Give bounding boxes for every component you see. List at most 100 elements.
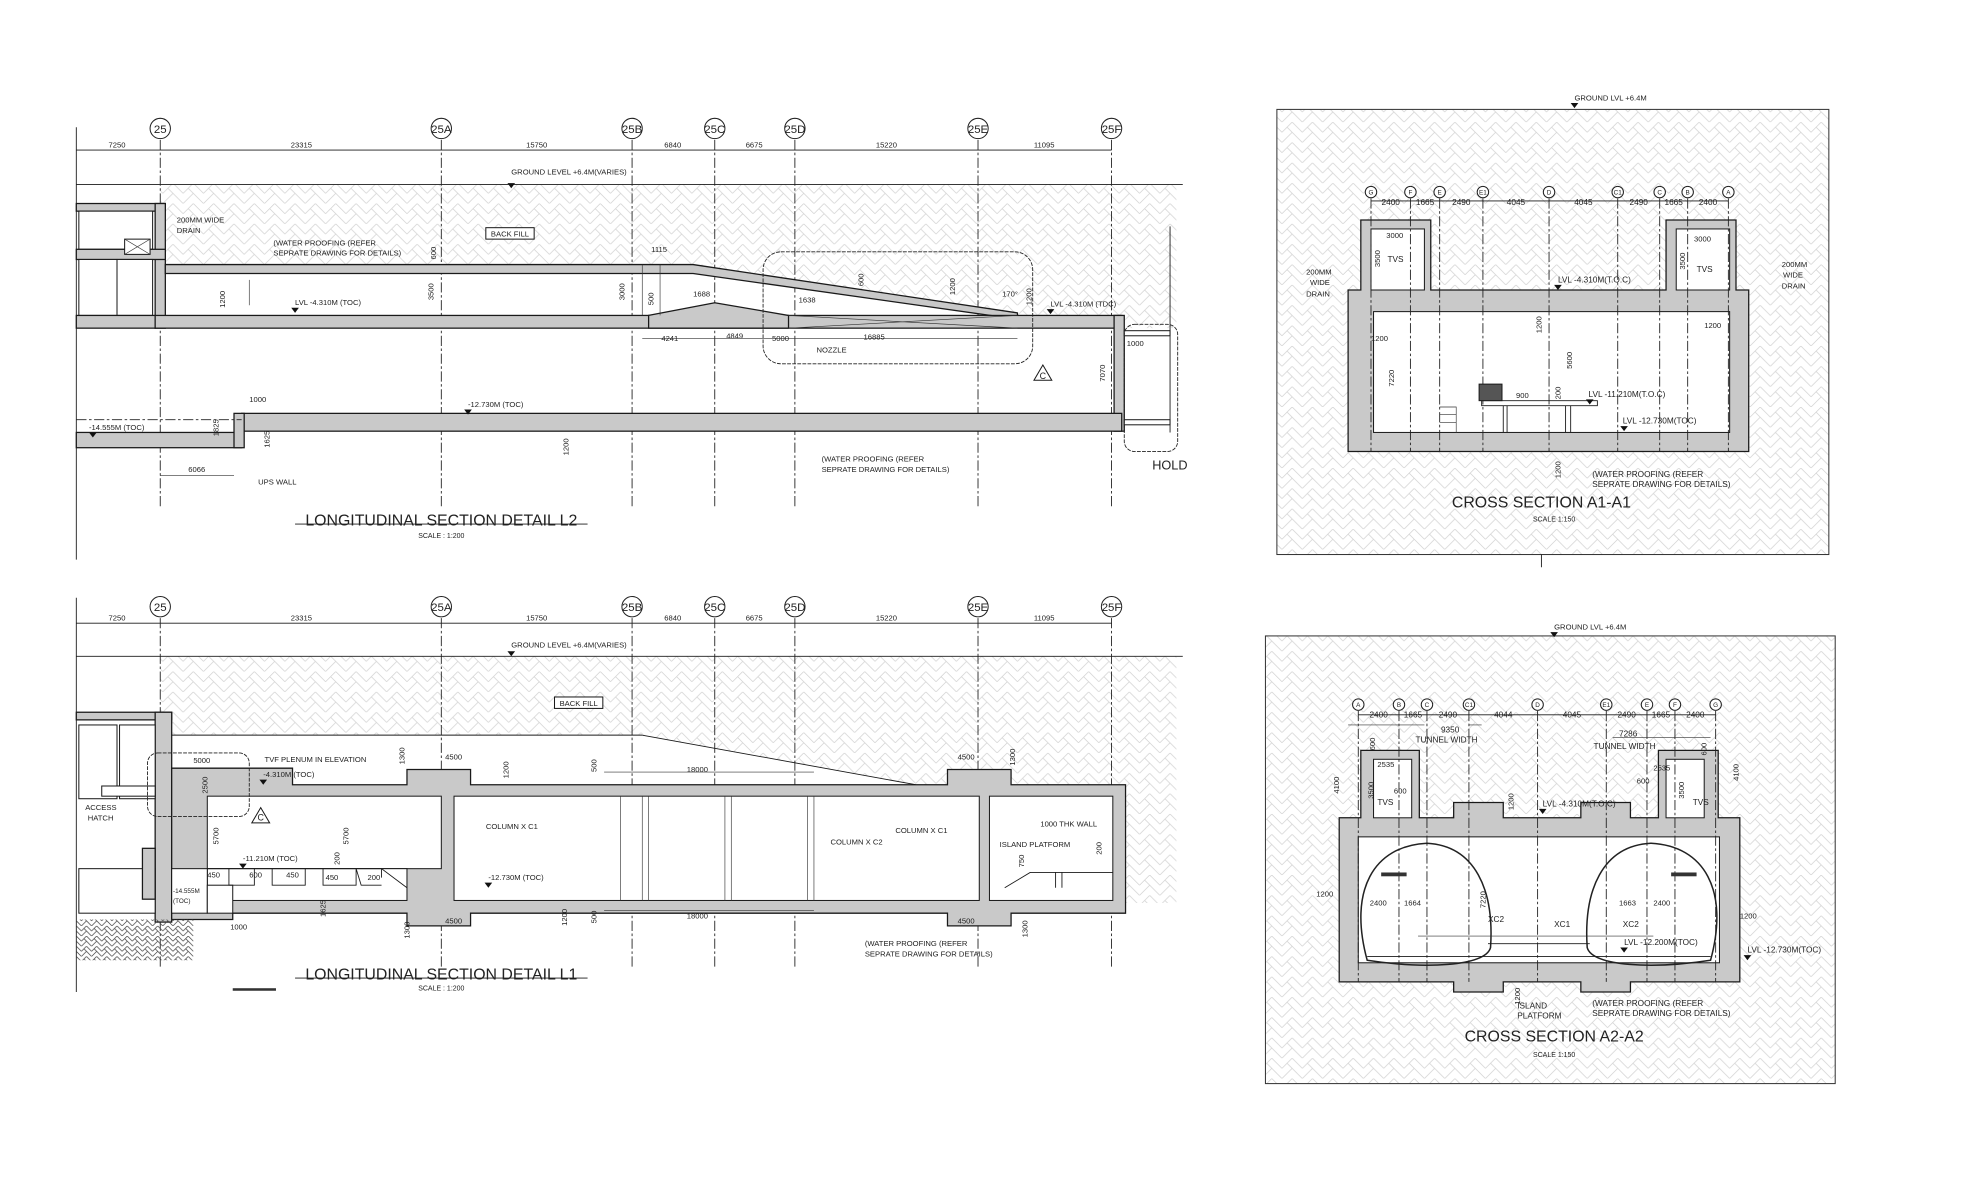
grid-label: 25C (704, 124, 725, 136)
span-dimension: 4044 (1494, 710, 1513, 719)
span-dimension: 2400 (1369, 710, 1388, 719)
grid-label: 25B (622, 602, 643, 614)
l1-d18000a-label: 18000 (687, 765, 708, 774)
l1-d1300c-label: 1300 (1008, 749, 1017, 766)
grid-bubble (1476, 185, 1490, 199)
l1-d200b-label: 200 (368, 873, 381, 882)
grid-bubble (1433, 185, 1446, 199)
grid-bubble (1462, 698, 1476, 711)
grid-label: D (1535, 702, 1540, 709)
a1-tvs-l-label: TVS (1388, 255, 1405, 264)
grid-bubble (1681, 185, 1694, 199)
l2-d1000l-label: 1000 (249, 395, 266, 404)
a2-xc1-label: XC1 (1554, 920, 1570, 929)
a2-d3500r-label: 3500 (1677, 782, 1686, 799)
l1-d200a-label: 200 (333, 852, 342, 865)
level-marker-icon (507, 183, 516, 189)
grid-label: G (1369, 190, 1374, 197)
span-dimension: 15750 (526, 614, 547, 623)
grid-label: C1 (1465, 702, 1474, 709)
grid-bubble (784, 117, 806, 140)
l1-lvl-low-1-label: -14.555M (173, 888, 200, 895)
span-dimension: 11095 (1034, 614, 1055, 623)
grid-bubble (621, 595, 643, 618)
grid-label: 25D (784, 602, 805, 614)
revision-triangle-icon (250, 806, 271, 824)
a1-wp-2-label: SEPRATE DRAWING FOR DETAILS) (1592, 480, 1731, 489)
grid-label: D (1547, 190, 1552, 197)
a2-d600a-label: 600 (1368, 738, 1377, 751)
a2-d1664-label: 1664 (1404, 899, 1422, 908)
l2-d5000-label: 5000 (772, 334, 789, 343)
l2-angle-label: 170° (1002, 289, 1018, 298)
a1-d3000r-label: 3000 (1694, 235, 1711, 244)
grid-bubble (1653, 185, 1666, 199)
grid-label: B (1686, 190, 1690, 197)
a1-d7220-label: 7220 (1387, 370, 1396, 387)
span-dimension: 4045 (1574, 198, 1593, 207)
grid-bubble (430, 117, 452, 140)
grid-bubble (621, 117, 643, 140)
l1-d4500c-label: 4500 (958, 752, 975, 761)
a2-lvl-track-label: LVL -12.200M(TOC) (1624, 938, 1698, 947)
level-marker-icon (484, 882, 493, 888)
span-dimension: 15220 (876, 614, 897, 623)
grid-label: E1 (1479, 190, 1487, 197)
l2-d1200b-label: 1200 (1024, 288, 1033, 305)
grid-label: 25F (1102, 602, 1122, 614)
grid-label: E (1645, 702, 1649, 709)
a1-wp-1-label: (WATER PROOFING (REFER (1592, 470, 1703, 479)
l2-d4849-label: 4849 (726, 331, 743, 340)
a2-d1200a-label: 1200 (1506, 793, 1515, 810)
a2-d1200b-label: 1200 (1316, 890, 1333, 899)
l2-d6066-label: 6066 (188, 465, 205, 474)
l1-d200r-label: 200 (1094, 842, 1103, 855)
a2-d1200c-label: 1200 (1740, 911, 1757, 920)
a2-ground-label: GROUND LVL +6.4M (1554, 623, 1626, 632)
l2-d1688-label: 1688 (693, 289, 710, 298)
span-dimension: 11095 (1034, 141, 1055, 150)
a1-drain-r3-label: DRAIN (1782, 282, 1806, 291)
l1-d4500b-label: 4500 (445, 916, 462, 925)
a2-d7286-label: 7286 (1619, 729, 1638, 738)
l2-d1625-label: 1625 (263, 431, 272, 448)
revision-cloud (147, 752, 250, 817)
span-dimension: 6840 (664, 141, 681, 150)
l2-d16885-label: 16885 (864, 333, 885, 342)
a2-lvl-base-label: LVL -12.730M(TOC) (1747, 946, 1821, 955)
span-dimension: 2400 (1686, 710, 1705, 719)
level-marker-icon (291, 307, 299, 313)
l1-d1300a-label: 1300 (397, 747, 406, 764)
grid-bubble (967, 595, 989, 618)
l2-hold-label: HOLD (1152, 457, 1187, 472)
cross-section-a2: A2400B1665C2490C14044D4045E12490E1665F24… (1264, 635, 1836, 1085)
level-marker-icon (1550, 632, 1558, 638)
a2-d1200d-label: 1200 (1513, 988, 1522, 1005)
span-dimension: 6675 (746, 141, 763, 150)
a1-drain-r2-label: WIDE (1783, 270, 1803, 279)
a2-d600d-label: 600 (1637, 776, 1650, 785)
cross-section-a1: G2400F1665E2490E14045D4045C12490C1665B24… (1276, 108, 1830, 568)
l2-d4241-label: 4241 (661, 334, 678, 343)
level-marker-icon (1620, 426, 1628, 432)
l2-d600b-label: 600 (857, 273, 866, 286)
span-dimension: 7250 (109, 614, 126, 623)
level-marker-icon (1585, 399, 1594, 405)
l1-title-label: LONGITUDINAL SECTION DETAIL L1 (305, 966, 577, 983)
l1-col-c2-label: COLUMN X C2 (830, 838, 882, 847)
l1-hatch-2-label: HATCH (88, 813, 114, 822)
l2-wp2-1-label: (WATER PROOFING (REFER (822, 455, 925, 464)
a1-drain-l2-label: WIDE (1310, 278, 1330, 287)
a1-drain-l3-label: DRAIN (1306, 289, 1330, 298)
grid-label: 25C (704, 602, 725, 614)
a2-d7220-label: 7220 (1478, 891, 1487, 908)
l2-title-label: LONGITUDINAL SECTION DETAIL L2 (305, 512, 577, 529)
l1-lvl-base-label: -12.730M (TOC) (488, 873, 544, 882)
grid-label: C1 (1614, 190, 1623, 197)
grid-bubble (1611, 185, 1624, 199)
level-marker-icon (1743, 955, 1752, 961)
l1-tvf-label: TVF PLENUM IN ELEVATION (265, 755, 367, 764)
a2-d2535r-label: 2535 (1653, 764, 1670, 773)
level-marker-icon (1046, 309, 1055, 315)
l2-nozzle-label: NOZZLE (816, 345, 846, 354)
